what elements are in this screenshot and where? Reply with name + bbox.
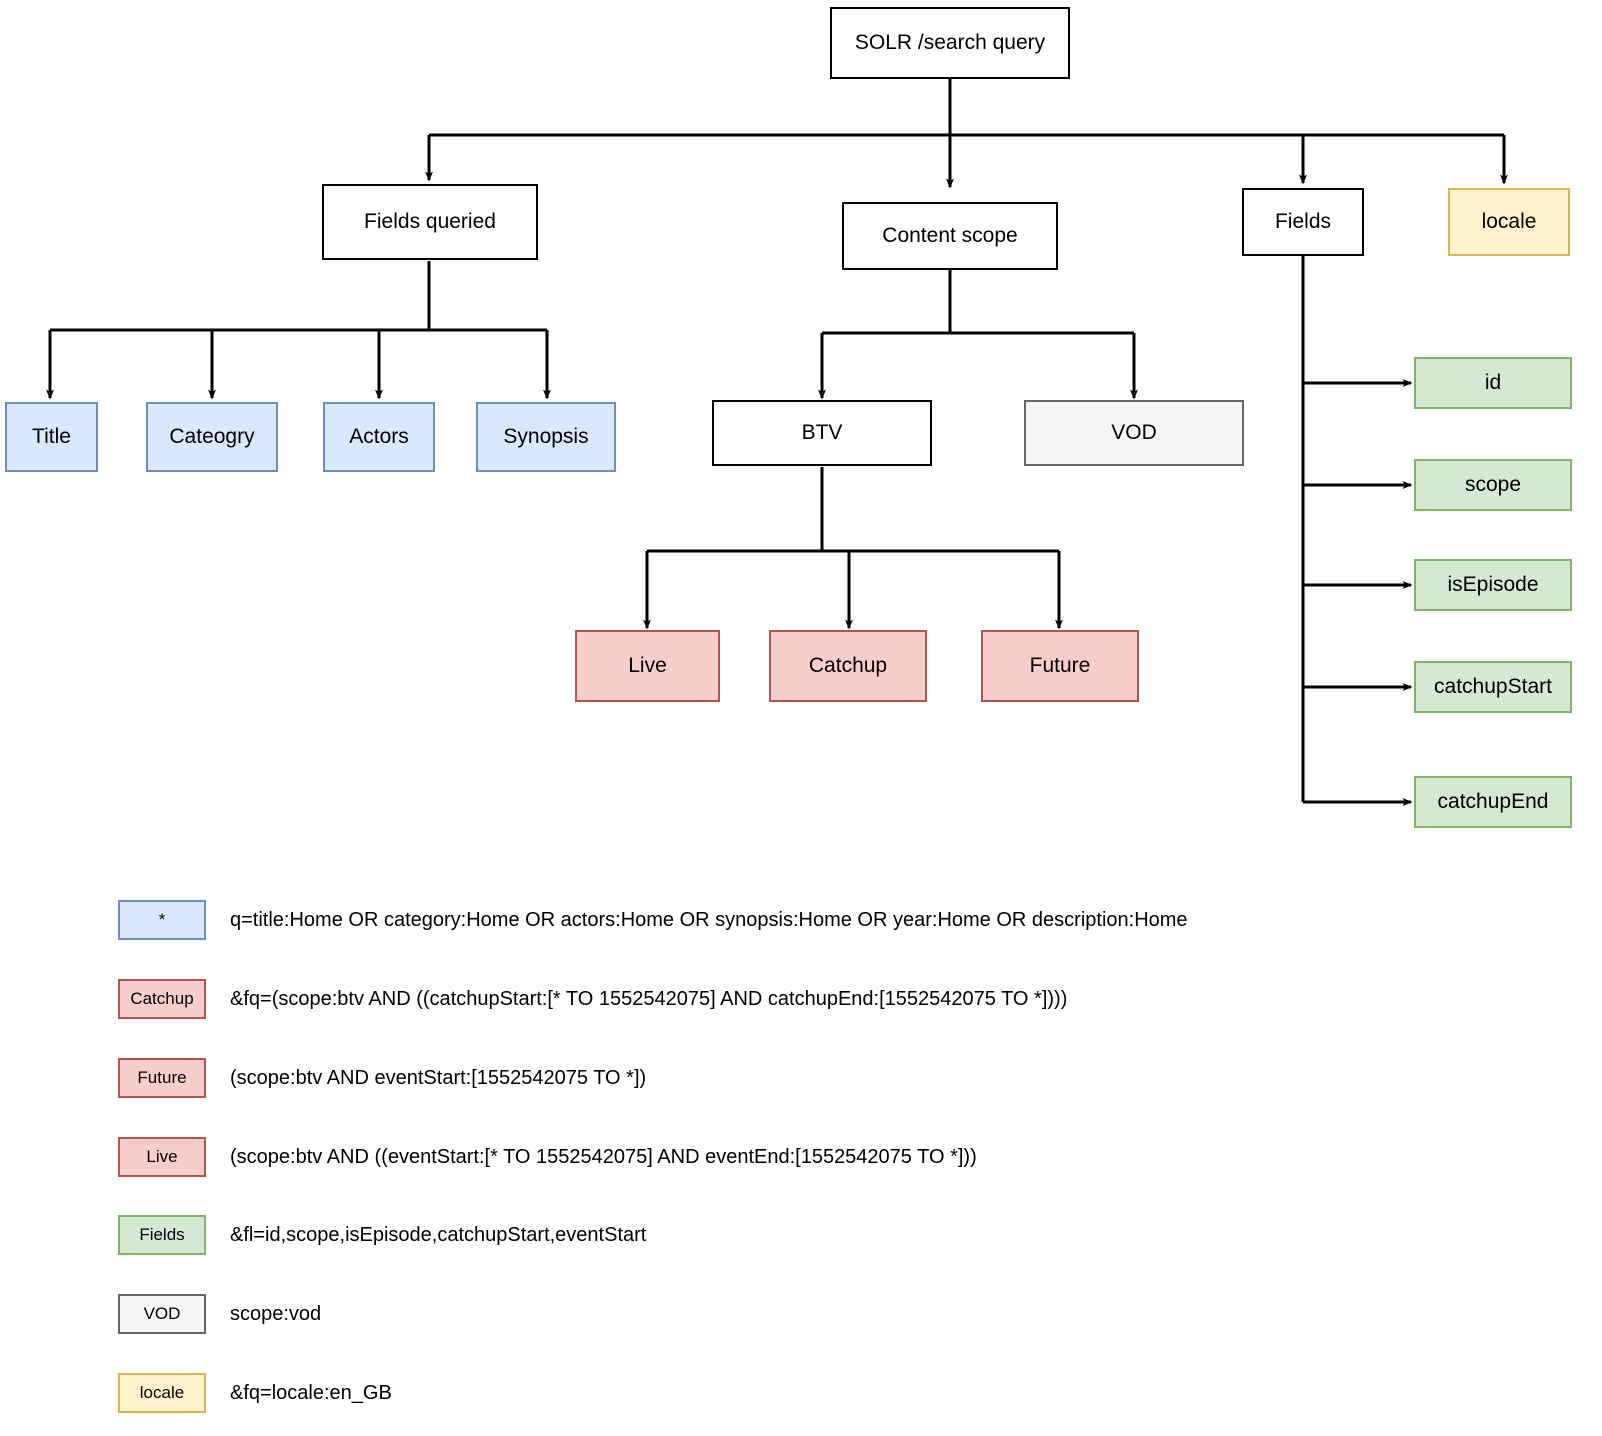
- legend-description: &fq=locale:en_GB: [230, 1381, 392, 1404]
- node-catchup[interactable]: Catchup: [769, 630, 927, 702]
- node-live[interactable]: Live: [575, 630, 720, 702]
- node-synopsis[interactable]: Synopsis: [476, 402, 616, 472]
- node-field-isepisode[interactable]: isEpisode: [1414, 559, 1572, 611]
- legend-swatch-label: VOD: [143, 1304, 181, 1323]
- node-field-scope[interactable]: scope: [1414, 459, 1572, 511]
- legend-swatch-wildcard: *: [118, 900, 206, 940]
- legend-description: q=title:Home OR category:Home OR actors:…: [230, 908, 1188, 931]
- node-btv[interactable]: BTV: [712, 400, 932, 466]
- node-field-catchupend[interactable]: catchupEnd: [1414, 776, 1572, 828]
- node-title[interactable]: Title: [5, 402, 98, 472]
- node-field-id[interactable]: id: [1414, 357, 1572, 409]
- node-label: Actors: [349, 424, 409, 448]
- node-label: Content scope: [882, 223, 1018, 247]
- node-label: catchupStart: [1434, 674, 1552, 698]
- node-fields[interactable]: Fields: [1242, 188, 1364, 256]
- node-label: VOD: [1111, 420, 1157, 444]
- legend-swatch-locale: locale: [118, 1373, 206, 1413]
- legend-row: Fields &fl=id,scope,isEpisode,catchupSta…: [118, 1213, 646, 1257]
- node-future[interactable]: Future: [981, 630, 1139, 702]
- legend-swatch-future: Future: [118, 1058, 206, 1098]
- node-label: Catchup: [808, 653, 888, 677]
- legend-row: locale &fq=locale:en_GB: [118, 1371, 392, 1415]
- node-content-scope[interactable]: Content scope: [842, 202, 1058, 270]
- legend-row: VOD scope:vod: [118, 1292, 321, 1336]
- legend-description: scope:vod: [230, 1302, 322, 1325]
- legend-row: Live (scope:btv AND ((eventStart:[* TO 1…: [118, 1135, 977, 1179]
- legend-swatch-vod: VOD: [118, 1294, 206, 1334]
- node-solr-search-query[interactable]: SOLR /search query: [830, 7, 1070, 79]
- node-field-catchupstart[interactable]: catchupStart: [1414, 661, 1572, 713]
- node-actors[interactable]: Actors: [323, 402, 435, 472]
- legend-swatch-label: Live: [146, 1147, 178, 1166]
- node-label: locale: [1481, 209, 1537, 233]
- node-label: catchupEnd: [1437, 789, 1549, 813]
- legend-row: Catchup &fq=(scope:btv AND ((catchupStar…: [118, 977, 1067, 1021]
- node-label: BTV: [801, 420, 843, 444]
- node-label: Title: [32, 424, 71, 448]
- legend-swatch-label: *: [158, 910, 166, 929]
- legend-row: Future (scope:btv AND eventStart:[155254…: [118, 1056, 646, 1100]
- node-label: Cateogry: [169, 424, 255, 448]
- node-label: SOLR /search query: [854, 30, 1046, 54]
- legend-swatch-label: locale: [139, 1383, 185, 1402]
- legend-row: * q=title:Home OR category:Home OR actor…: [118, 898, 1188, 942]
- node-label: Fields: [1274, 209, 1332, 233]
- legend-description: &fl=id,scope,isEpisode,catchupStart,even…: [230, 1223, 647, 1246]
- legend-description: &fq=(scope:btv AND ((catchupStart:[* TO …: [230, 987, 1068, 1010]
- node-vod[interactable]: VOD: [1024, 400, 1244, 466]
- node-label: Future: [1029, 653, 1091, 677]
- node-category[interactable]: Cateogry: [146, 402, 278, 472]
- node-label: isEpisode: [1447, 572, 1539, 596]
- node-label: Synopsis: [503, 424, 589, 448]
- node-label: Live: [628, 653, 667, 677]
- legend-description: (scope:btv AND ((eventStart:[* TO 155254…: [230, 1145, 977, 1168]
- legend-swatch-live: Live: [118, 1137, 206, 1177]
- node-label: Fields queried: [364, 209, 496, 233]
- legend-swatch-label: Fields: [139, 1225, 185, 1244]
- node-fields-queried[interactable]: Fields queried: [322, 184, 538, 260]
- legend-description: (scope:btv AND eventStart:[1552542075 TO…: [230, 1066, 647, 1089]
- node-label: scope: [1464, 472, 1522, 496]
- legend-swatch-label: Future: [137, 1068, 187, 1087]
- legend-swatch-fields: Fields: [118, 1215, 206, 1255]
- legend-swatch-label: Catchup: [130, 989, 194, 1008]
- legend-swatch-catchup: Catchup: [118, 979, 206, 1019]
- node-locale[interactable]: locale: [1448, 188, 1570, 256]
- node-label: id: [1484, 370, 1502, 394]
